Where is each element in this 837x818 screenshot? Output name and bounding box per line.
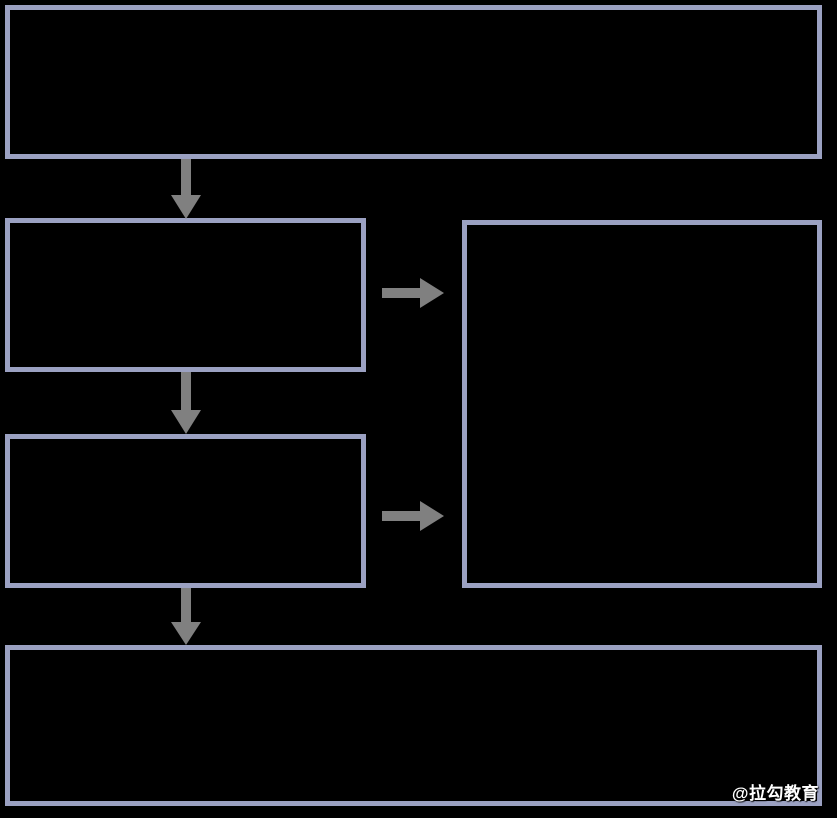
arrow-down-icon bbox=[171, 159, 201, 219]
arrow-down-icon bbox=[171, 588, 201, 645]
arrow-right-icon bbox=[382, 278, 444, 308]
diagram-box-middle-lower-label bbox=[10, 439, 361, 583]
arrow-right-icon bbox=[382, 501, 444, 531]
diagram-box-right bbox=[462, 220, 822, 588]
diagram-box-right-label bbox=[467, 225, 817, 583]
diagram-box-top bbox=[5, 5, 822, 159]
diagram-box-bottom-label bbox=[10, 650, 817, 801]
watermark-label: @拉勾教育 bbox=[731, 784, 819, 803]
diagram-box-bottom bbox=[5, 645, 822, 806]
diagram-box-middle-lower bbox=[5, 434, 366, 588]
diagram-box-top-label bbox=[10, 10, 817, 154]
diagram-box-middle-upper-label bbox=[10, 223, 361, 367]
arrow-down-icon bbox=[171, 372, 201, 434]
diagram-box-middle-upper bbox=[5, 218, 366, 372]
